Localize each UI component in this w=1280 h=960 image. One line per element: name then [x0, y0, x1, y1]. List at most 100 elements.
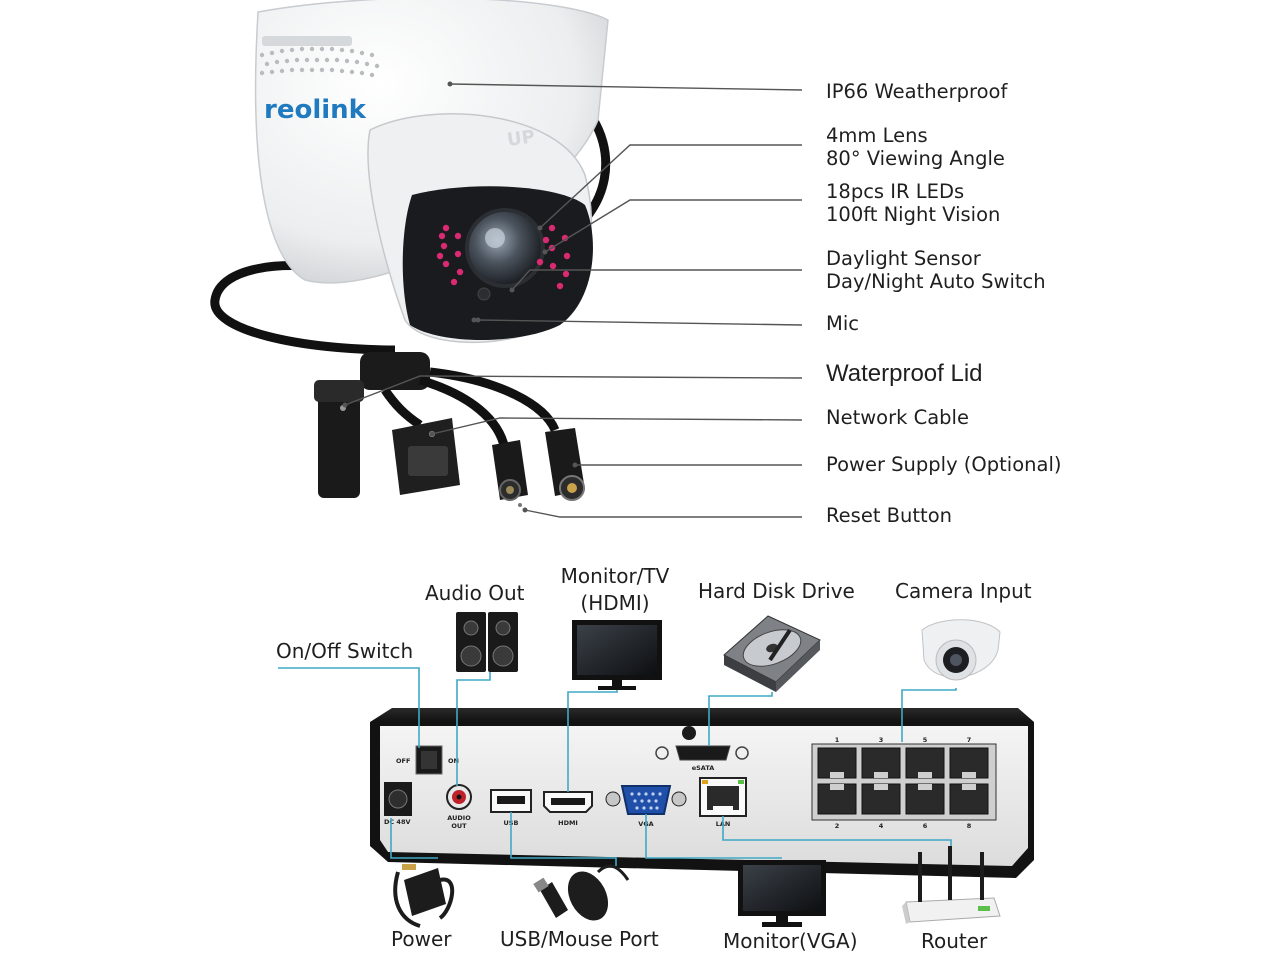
- callout-network-line1: Network Cable: [826, 406, 969, 429]
- ir-led: [536, 258, 544, 266]
- ir-led: [563, 252, 571, 260]
- callout-daylight-line1: Daylight Sensor: [826, 247, 981, 270]
- callout-ir-line2: 100ft Night Vision: [826, 203, 1001, 226]
- switch-on-label: ON: [448, 757, 459, 765]
- reset-button: [518, 503, 522, 507]
- monitor-tv-label: Monitor/TV (HDMI): [553, 563, 677, 617]
- vga-port[interactable]: [620, 785, 672, 815]
- power-label: Power: [391, 927, 452, 951]
- ir-led: [440, 242, 448, 250]
- usb-mouse-label: USB/Mouse Port: [500, 927, 659, 951]
- camera-leader-dots: [342, 81, 578, 513]
- hard-disk-label: Hard Disk Drive: [698, 579, 855, 603]
- poe-port-number: 7: [967, 736, 972, 744]
- camera-illustration: reolink UP: [210, 0, 611, 507]
- callout-mic-line1: Mic: [826, 312, 859, 335]
- camera-lens: [465, 208, 545, 288]
- callout-lens-line2: 80° Viewing Angle: [826, 147, 1005, 170]
- esata-label: eSATA: [692, 764, 715, 772]
- camera-leader-lines: [344, 83, 803, 518]
- poe-port-number: 6: [923, 822, 928, 830]
- cable-loop: [210, 261, 396, 355]
- cable-tail-power: [418, 375, 510, 451]
- vent-holes: [259, 46, 380, 78]
- ir-led: [450, 278, 458, 286]
- ir-led: [556, 282, 564, 290]
- ir-led: [436, 252, 444, 260]
- lens-highlight: [485, 228, 505, 248]
- ir-led: [442, 224, 450, 232]
- esata-port[interactable]: [675, 745, 731, 761]
- poe-port-numbers: 1 3 5 7 2 4 6 8: [835, 736, 972, 830]
- connection-lines: [278, 667, 957, 866]
- callout-ir-line1: 18pcs IR LEDs: [826, 180, 965, 203]
- camera-input-icon: [921, 619, 1001, 681]
- nvr-screw: [682, 726, 696, 740]
- callout-weatherproof-line1: IP66 Weatherproof: [826, 80, 1008, 103]
- poe-port-number: 8: [967, 822, 972, 830]
- callout-power-line1: Power Supply (Optional): [826, 453, 1062, 476]
- callout-power: Power Supply (Optional): [826, 453, 1061, 476]
- poe-port-number: 4: [879, 822, 884, 830]
- callout-lid: Waterproof Lid: [826, 362, 983, 386]
- ir-led: [442, 260, 450, 268]
- ir-led: [542, 236, 550, 244]
- poe-port[interactable]: [817, 783, 857, 815]
- hard-disk-icon: [723, 615, 821, 692]
- poe-port-number: 1: [835, 736, 840, 744]
- audio-out-label: Audio Out: [425, 581, 525, 605]
- ir-led: [454, 232, 462, 240]
- router-label: Router: [921, 929, 988, 953]
- on-off-switch-label: On/Off Switch: [276, 639, 414, 663]
- monitor-tv-label-line2: (HDMI): [580, 591, 650, 615]
- daylight-sensor: [477, 287, 491, 301]
- callout-mic: Mic: [826, 312, 859, 335]
- poe-port-number: 3: [879, 736, 884, 744]
- dc-label: DC 48V: [384, 818, 411, 826]
- usb-mouse-icon: [533, 864, 630, 921]
- speakers-icon: [456, 612, 518, 672]
- callout-network: Network Cable: [826, 406, 969, 429]
- ir-led-array: [436, 224, 571, 290]
- ir-led: [549, 262, 557, 270]
- monitor-tv-label-line1: Monitor/TV: [560, 564, 670, 588]
- router-icon: [902, 846, 1001, 924]
- callout-daylight-line2: Day/Night Auto Switch: [826, 270, 1046, 293]
- power-adapter-icon: [393, 864, 455, 928]
- poe-ports: [817, 747, 989, 815]
- callout-weatherproof: IP66 Weatherproof: [826, 80, 1007, 103]
- peripheral-devices: [393, 612, 1001, 928]
- camera-input-label: Camera Input: [895, 579, 1032, 603]
- ir-led: [562, 270, 570, 278]
- ir-led: [438, 232, 446, 240]
- ir-led: [454, 250, 462, 258]
- switch-off-label: OFF: [396, 757, 410, 765]
- housing-up-mark: UP: [506, 126, 536, 151]
- waterproof-lid-part: [318, 380, 360, 498]
- hdmi-label: HDMI: [558, 819, 578, 827]
- ir-led: [456, 268, 464, 276]
- callout-lens-line1: 4mm Lens: [826, 124, 928, 147]
- cable-tail-rj45: [381, 387, 423, 429]
- brand-logo: reolink: [264, 95, 367, 125]
- monitor-vga-icon: [738, 860, 826, 927]
- monitor-vga-label: Monitor(VGA): [723, 929, 858, 953]
- ir-led: [548, 224, 556, 232]
- callout-reset-line1: Reset Button: [826, 504, 952, 527]
- monitor-hdmi-icon: [572, 620, 662, 690]
- callout-reset: Reset Button: [826, 504, 952, 527]
- poe-port-number: 2: [835, 822, 840, 830]
- audio-label-line1: AUDIO: [447, 814, 471, 822]
- nvr-illustration: OFF ON DC 48V AUDIO OUT USB HDMI VGA: [370, 708, 1034, 878]
- nvr-top: [370, 708, 1034, 722]
- mic-hole: [471, 317, 477, 323]
- cable-junction: [360, 352, 430, 390]
- poe-port-number: 5: [923, 736, 928, 744]
- vent-slot: [262, 36, 352, 46]
- audio-label-line2: OUT: [451, 822, 467, 830]
